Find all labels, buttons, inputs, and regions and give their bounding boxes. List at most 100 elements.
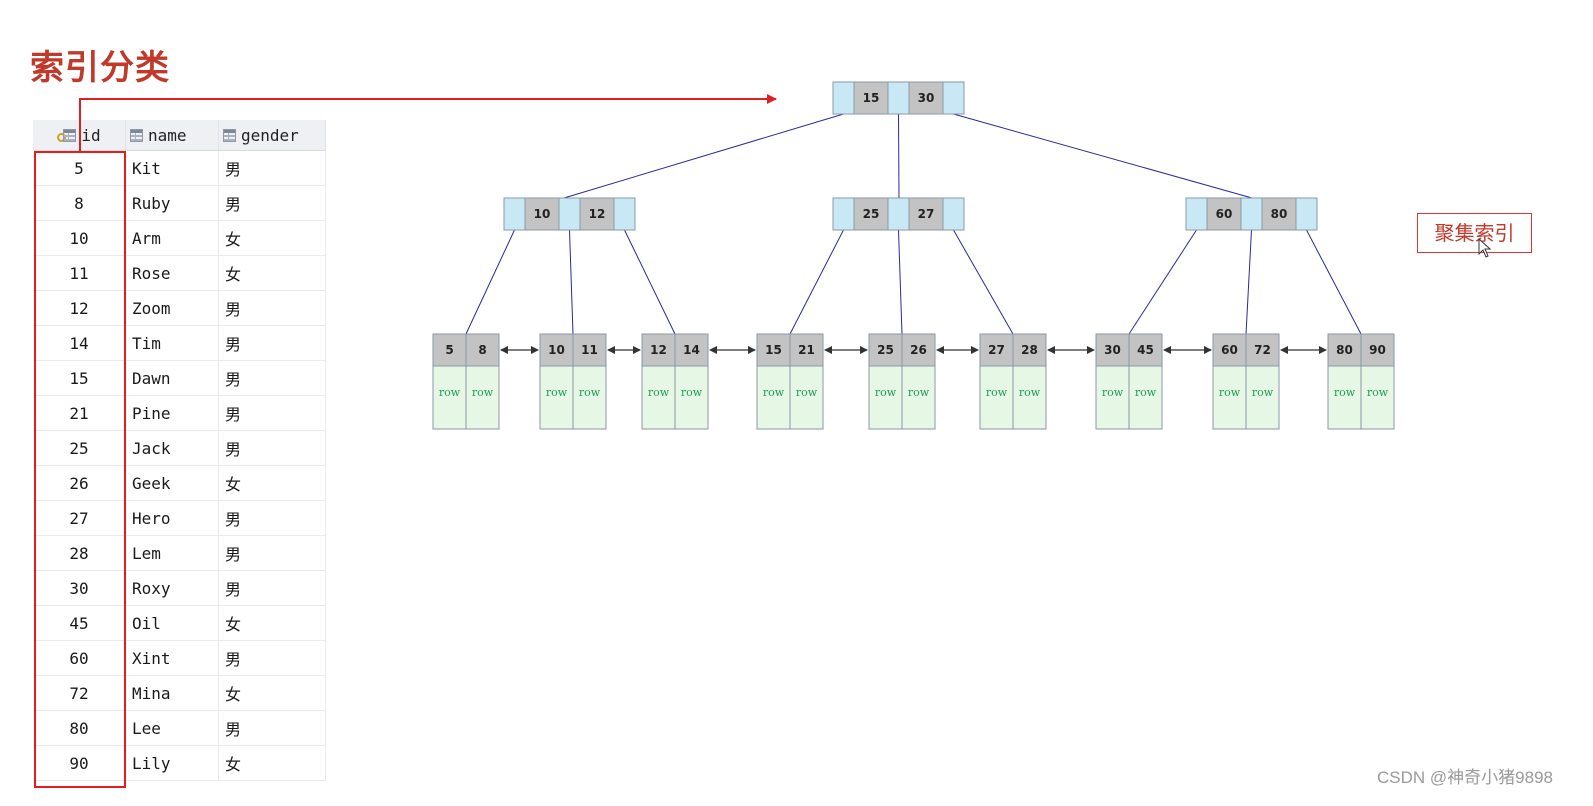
tree-edge bbox=[569, 229, 574, 335]
cell-gender[interactable]: 女 bbox=[218, 255, 326, 291]
column-icon bbox=[130, 128, 143, 142]
cell-id[interactable]: 45 bbox=[33, 605, 126, 641]
column-header-gender[interactable]: gender bbox=[218, 120, 326, 151]
tree-edge bbox=[789, 229, 844, 335]
cell-name[interactable]: Kit bbox=[125, 150, 219, 186]
cell-id[interactable]: 10 bbox=[33, 220, 126, 256]
cell-gender[interactable]: 男 bbox=[218, 570, 326, 606]
cell-name[interactable]: Lem bbox=[125, 535, 219, 571]
cell-id[interactable]: 60 bbox=[33, 640, 126, 676]
cell-gender[interactable]: 男 bbox=[218, 710, 326, 746]
cell-gender[interactable]: 女 bbox=[218, 675, 326, 711]
cell-id[interactable]: 5 bbox=[33, 150, 126, 186]
cell-name[interactable]: Tim bbox=[125, 325, 219, 361]
cell-gender[interactable]: 男 bbox=[218, 290, 326, 326]
clustered-index-label: 聚集索引 bbox=[1417, 213, 1532, 253]
cell-id[interactable]: 15 bbox=[33, 360, 126, 396]
key-label: 12 bbox=[589, 207, 606, 221]
cell-name[interactable]: Dawn bbox=[125, 360, 219, 396]
pointer-cell bbox=[503, 197, 526, 231]
cell-id[interactable]: 28 bbox=[33, 535, 126, 571]
key-label: 10 bbox=[534, 207, 551, 221]
cell-id[interactable]: 14 bbox=[33, 325, 126, 361]
cell-gender[interactable]: 男 bbox=[218, 535, 326, 571]
key-cell bbox=[908, 81, 944, 115]
row-data-cell bbox=[1128, 365, 1163, 430]
leaf-key-cell bbox=[789, 333, 824, 367]
cell-name[interactable]: Roxy bbox=[125, 570, 219, 606]
cell-id[interactable]: 90 bbox=[33, 745, 126, 781]
cell-gender[interactable]: 女 bbox=[218, 745, 326, 781]
cell-gender[interactable]: 男 bbox=[218, 150, 326, 186]
row-data-cell bbox=[1360, 365, 1395, 430]
cell-id[interactable]: 80 bbox=[33, 710, 126, 746]
cell-gender[interactable]: 男 bbox=[218, 640, 326, 676]
cell-id[interactable]: 30 bbox=[33, 570, 126, 606]
cell-id[interactable]: 72 bbox=[33, 675, 126, 711]
row-data-cell bbox=[1327, 365, 1362, 430]
pointer-cell bbox=[942, 197, 965, 231]
cell-gender[interactable]: 男 bbox=[218, 395, 326, 431]
cell-name[interactable]: Lee bbox=[125, 710, 219, 746]
cell-gender[interactable]: 女 bbox=[218, 220, 326, 256]
cell-name[interactable]: Zoom bbox=[125, 290, 219, 326]
row-data-cell bbox=[674, 365, 709, 430]
cell-id[interactable]: 26 bbox=[33, 465, 126, 501]
cell-name[interactable]: Oil bbox=[125, 605, 219, 641]
cell-gender[interactable]: 女 bbox=[218, 465, 326, 501]
row-data-label: row bbox=[1367, 386, 1389, 399]
row-data-cell bbox=[1095, 365, 1130, 430]
cell-id[interactable]: 8 bbox=[33, 185, 126, 221]
cell-gender[interactable]: 男 bbox=[218, 185, 326, 221]
cell-gender[interactable]: 男 bbox=[218, 325, 326, 361]
pointer-cell bbox=[832, 197, 855, 231]
cell-id[interactable]: 27 bbox=[33, 500, 126, 536]
cell-gender[interactable]: 女 bbox=[218, 605, 326, 641]
cell-id[interactable]: 25 bbox=[33, 430, 126, 466]
cell-name[interactable]: Rose bbox=[125, 255, 219, 291]
cell-name[interactable]: Arm bbox=[125, 220, 219, 256]
column-header-name[interactable]: name bbox=[125, 120, 219, 151]
cell-id[interactable]: 21 bbox=[33, 395, 126, 431]
cell-gender[interactable]: 男 bbox=[218, 430, 326, 466]
leaf-key-label: 60 bbox=[1221, 343, 1238, 357]
cell-name[interactable]: Xint bbox=[125, 640, 219, 676]
cell-name[interactable]: Lily bbox=[125, 745, 219, 781]
cell-name[interactable]: Ruby bbox=[125, 185, 219, 221]
cell-name[interactable]: Pine bbox=[125, 395, 219, 431]
cell-name[interactable]: Geek bbox=[125, 465, 219, 501]
cell-id[interactable]: 11 bbox=[33, 255, 126, 291]
cell-name[interactable]: Jack bbox=[125, 430, 219, 466]
cell-name[interactable]: Hero bbox=[125, 500, 219, 536]
cell-gender[interactable]: 男 bbox=[218, 360, 326, 396]
row-data-label: row bbox=[472, 386, 494, 399]
cell-name[interactable]: Mina bbox=[125, 675, 219, 711]
internal-node: 10 12 bbox=[503, 197, 636, 231]
cell-id[interactable]: 12 bbox=[33, 290, 126, 326]
cell-gender[interactable]: 男 bbox=[218, 500, 326, 536]
row-data-label: row bbox=[546, 386, 568, 399]
